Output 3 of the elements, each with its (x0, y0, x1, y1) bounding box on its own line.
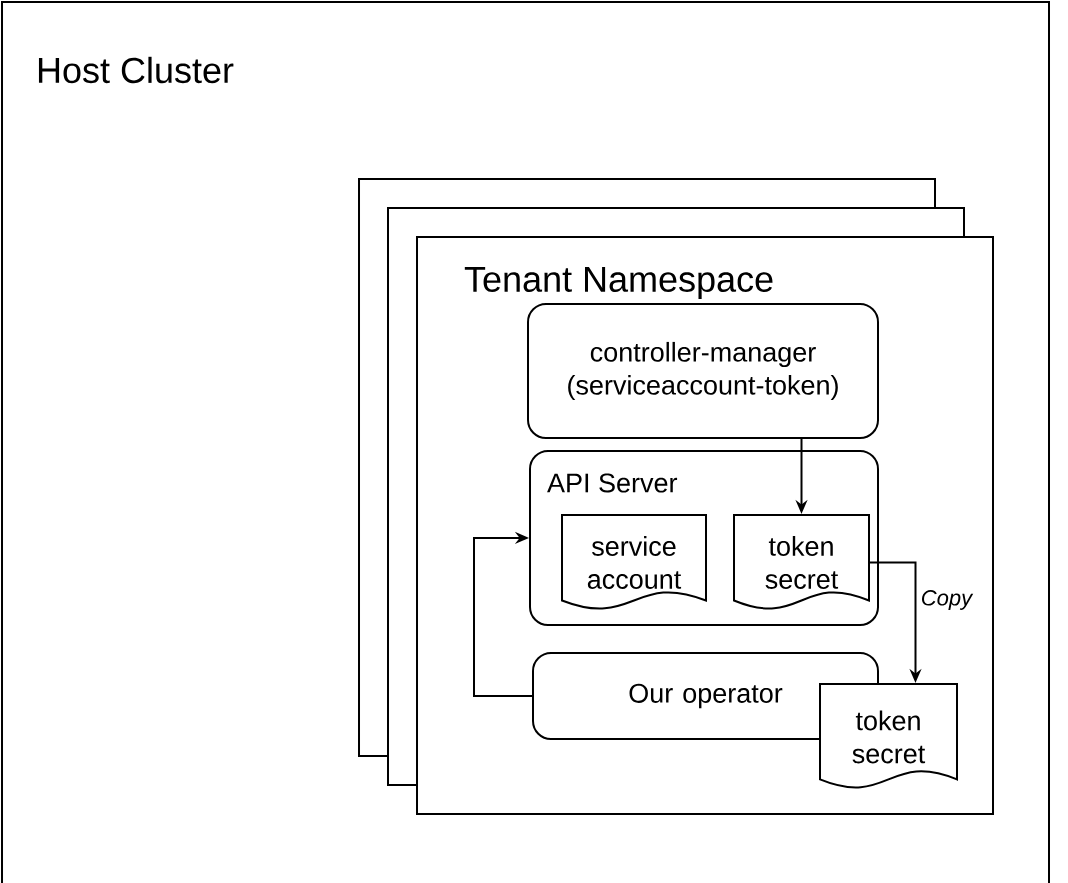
arrow (473, 531, 533, 697)
edge-label: Copy (919, 589, 975, 611)
rounded-box: controller-manager (serviceaccount-token) (527, 303, 879, 439)
